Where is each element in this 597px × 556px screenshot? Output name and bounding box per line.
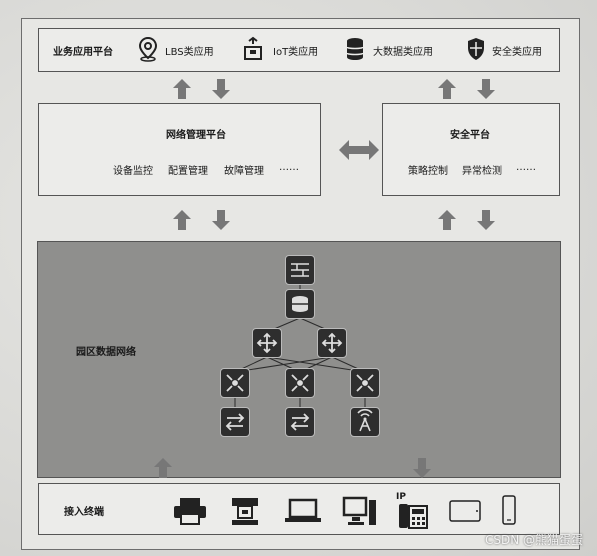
wireless-ap-icon <box>350 407 380 437</box>
arrow-down-mgmt-campus <box>212 210 230 230</box>
device-monitor-label: 设备监控 <box>113 166 153 177</box>
core-switch-icon <box>252 328 282 358</box>
bidirectional-arrow <box>339 140 379 160</box>
printer-icon <box>174 498 206 525</box>
aggregation-switch-icon <box>285 368 315 398</box>
iot-app-label: IoT类应用 <box>273 47 319 58</box>
access-terminals-title: 接入终端 <box>64 507 104 518</box>
ellipsis-label: …… <box>279 162 299 173</box>
arrow-down-business-mgmt <box>212 79 230 99</box>
aggregation-switch-icon <box>220 368 250 398</box>
network-mgmt-box: 网络管理平台 设备监控 配置管理 故障管理 …… <box>38 103 321 196</box>
tablet-icon <box>449 500 481 522</box>
camera-icon <box>232 498 258 525</box>
arrow-up-security-campus <box>438 210 456 230</box>
config-mgmt-label: 配置管理 <box>168 166 208 177</box>
desktop-icon <box>342 496 376 525</box>
laptop-icon <box>285 498 321 522</box>
shield-icon <box>468 38 484 60</box>
arrow-down-business-security <box>477 79 495 99</box>
anomaly-detect-label: 异常检测 <box>462 166 502 177</box>
arrow-down-security-campus <box>477 210 495 230</box>
policy-control-label: 策略控制 <box>408 166 448 177</box>
arrow-down-campus-terminals <box>413 458 431 478</box>
core-switch-icon <box>317 328 347 358</box>
arrow-up-mgmt-campus <box>173 210 191 230</box>
access-switch-icon <box>220 407 250 437</box>
mobile-phone-icon <box>502 495 516 525</box>
ip-phone-label: IP <box>396 492 406 502</box>
fault-mgmt-label: 故障管理 <box>224 166 264 177</box>
lbs-app-label: LBS类应用 <box>165 47 214 58</box>
access-terminals-box: 接入终端 IP <box>38 483 560 535</box>
arrow-up-terminals-campus <box>154 458 172 478</box>
business-platform-box: 业务应用平台 LBS类应用 IoT类应用 大数据类应用 安全类应用 <box>38 28 560 72</box>
business-platform-title: 业务应用平台 <box>53 47 113 58</box>
watermark-text: CSDN @熊猫蛋蛋 <box>484 533 583 547</box>
access-switch-icon <box>285 407 315 437</box>
firewall-icon <box>285 255 315 285</box>
aggregation-switch-icon <box>350 368 380 398</box>
server-icon <box>285 289 315 319</box>
bigdata-app-label: 大数据类应用 <box>373 47 433 58</box>
campus-network-title: 园区数据网络 <box>76 347 136 358</box>
security-platform-box: 安全平台 策略控制 异常检测 …… <box>382 103 560 196</box>
campus-network-box: 园区数据网络 <box>37 241 561 478</box>
security-app-label: 安全类应用 <box>492 47 542 58</box>
ip-phone-icon <box>399 504 428 529</box>
security-platform-title: 安全平台 <box>450 130 490 141</box>
security-ellipsis-label: …… <box>516 162 536 173</box>
database-icon <box>346 38 364 60</box>
location-pin-icon <box>138 36 158 62</box>
network-mgmt-title: 网络管理平台 <box>166 130 226 141</box>
arrow-up-business-mgmt <box>173 79 191 99</box>
arrow-up-business-security <box>438 79 456 99</box>
iot-box-icon <box>244 36 262 60</box>
